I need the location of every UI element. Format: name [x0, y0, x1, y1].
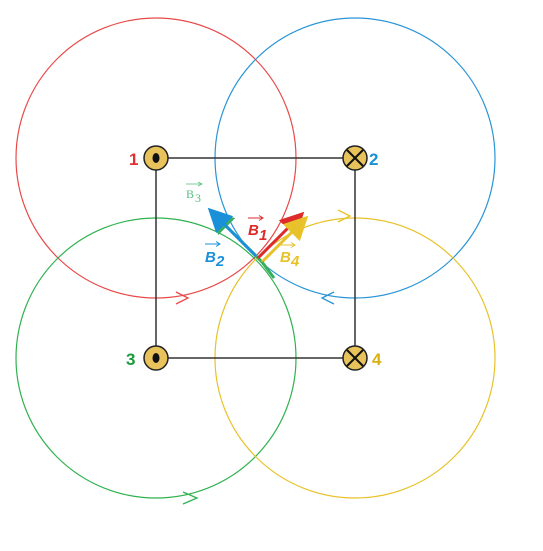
- field-direction-arrow-4: [337, 209, 352, 223]
- wire-node-4: [342, 345, 368, 371]
- vector-label-b1: B 1: [248, 215, 267, 244]
- dot-icon: [152, 353, 160, 363]
- field-direction-arrow-1: [175, 291, 190, 305]
- square-frame: [155, 157, 356, 359]
- vector-b3-sub: 3: [195, 191, 201, 205]
- vector-b2-arrow: [207, 207, 258, 258]
- vector-b1-name: B: [248, 222, 259, 239]
- wire-label-4: 4: [372, 350, 382, 369]
- wire-node-2: [342, 145, 368, 171]
- vector-b3-tail: [260, 261, 276, 279]
- wire-label-1: 1: [129, 150, 138, 169]
- wire-node-1: [143, 145, 169, 171]
- vector-b1-sub: 1: [259, 227, 267, 244]
- field-direction-arrow-3: [182, 491, 199, 505]
- vector-b4-name: B: [280, 249, 291, 266]
- field-direction-arrow-2: [320, 291, 335, 305]
- vector-b2-sub: 2: [215, 253, 225, 270]
- vector-b3-name: B: [186, 187, 194, 201]
- cross-icon: [346, 349, 364, 367]
- vector-b4-sub: 4: [290, 253, 300, 270]
- cross-icon: [346, 149, 364, 167]
- vector-label-b4: B 4: [280, 242, 300, 270]
- vector-b2-name: B: [205, 249, 216, 266]
- wire-label-3: 3: [126, 350, 135, 369]
- wire-node-3: [143, 345, 169, 371]
- wire-label-2: 2: [369, 150, 378, 169]
- vector-b4-arrow: [260, 215, 309, 264]
- vector-label-b2: B 2: [205, 241, 225, 270]
- vector-label-b3: B 3: [186, 181, 203, 205]
- dot-icon: [152, 153, 160, 163]
